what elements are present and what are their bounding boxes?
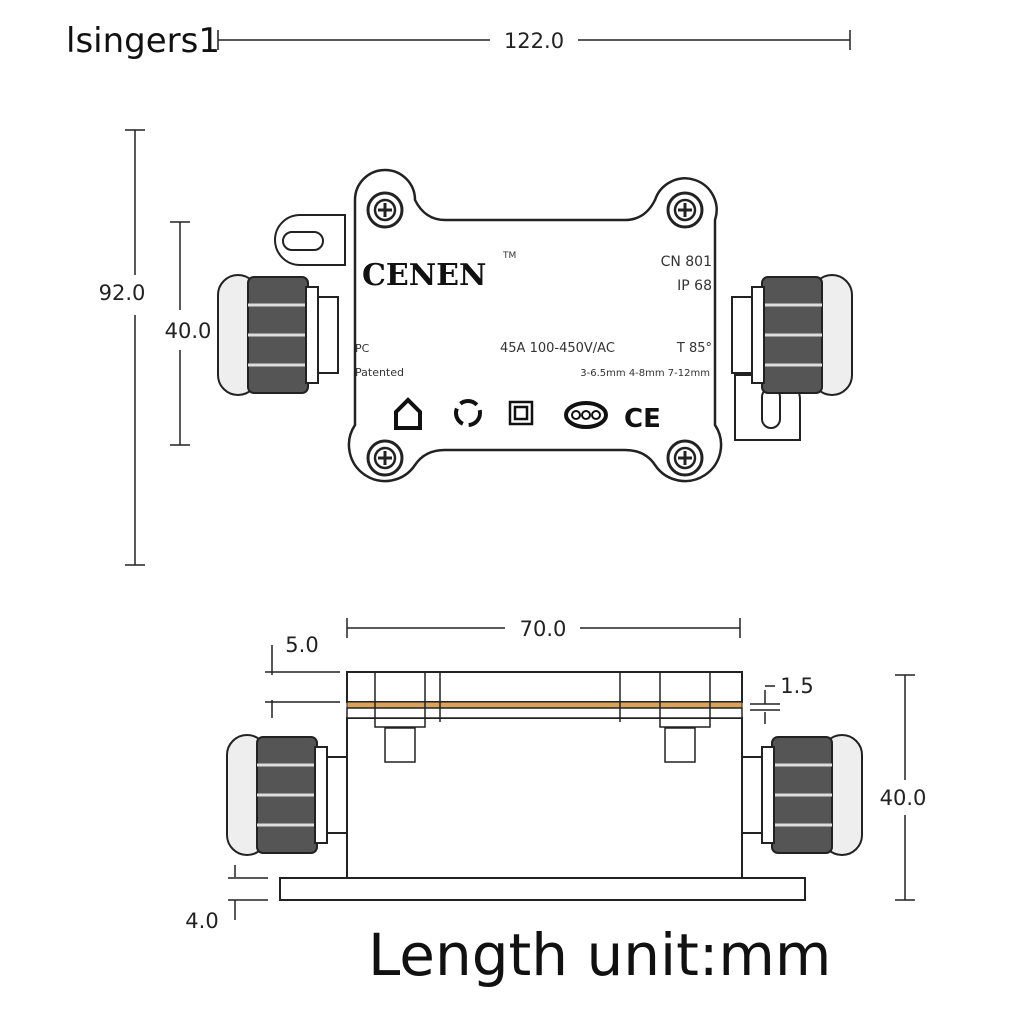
dim-side-height: 40.0 [880, 786, 927, 810]
dim-overall-height: 92.0 [99, 281, 146, 305]
trademark: TM [502, 251, 516, 261]
dim-body-width: 70.0 [520, 617, 567, 641]
cable-gland-left-side [225, 733, 349, 857]
watermark: lsingers1 [66, 21, 220, 61]
ce-mark-icon: CE [624, 404, 661, 434]
double-insulation-icon [508, 400, 534, 426]
ip-rating: IP 68 [677, 278, 712, 294]
top-view: CENEN TM CN 801 IP 68 PC Patented 45A 10… [216, 168, 854, 483]
screw-icon [666, 439, 704, 477]
patented-label: Patented [355, 366, 404, 379]
unit-note: Length unit:mm [368, 921, 831, 989]
lid [346, 671, 743, 703]
dim-lid: 5.0 [285, 633, 318, 657]
side-view [225, 671, 864, 901]
recycle-icon [454, 399, 482, 427]
seal-strip [346, 701, 743, 709]
dim-overall-width: 122.0 [504, 29, 564, 53]
cable-gland-right-side [740, 733, 864, 857]
screw-icon [366, 439, 404, 477]
dimension-lines [125, 30, 915, 920]
material-label: PC [355, 342, 370, 355]
electrical-rating: 45A 100-450V/AC [500, 341, 615, 356]
model-number: CN 801 [661, 254, 712, 270]
brand-name: CENEN [362, 258, 486, 293]
cable-ranges: 3-6.5mm 4-8mm 7-12mm [580, 368, 710, 379]
indoor-outdoor-icon [394, 397, 422, 430]
base-plate [279, 877, 806, 901]
dim-base: 4.0 [185, 909, 218, 933]
ccc-icon [564, 401, 608, 429]
dim-seal: 1.5 [780, 674, 813, 698]
temperature-rating: T 85° [676, 341, 712, 356]
enclosure-body [347, 168, 723, 483]
cable-gland-left [216, 273, 340, 397]
screw-icon [666, 191, 704, 229]
dim-body-height: 40.0 [165, 319, 212, 343]
screw-icon [366, 191, 404, 229]
